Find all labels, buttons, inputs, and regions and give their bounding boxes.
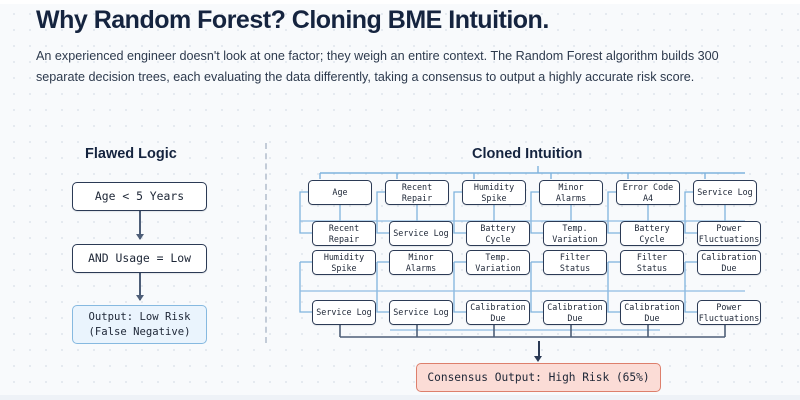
tree-5-root[interactable]: Error Code A4 xyxy=(616,180,680,205)
tree-4-child-2[interactable]: Filter Status xyxy=(543,250,607,275)
tree-1-root[interactable]: Age xyxy=(308,180,372,205)
tree-3-leaf[interactable]: Calibration Due xyxy=(466,300,530,325)
top-edge-strip xyxy=(0,0,800,4)
header: Why Random Forest? Cloning BME Intuition… xyxy=(36,6,776,88)
tree-2-child-2[interactable]: Minor Alarms xyxy=(389,250,453,275)
cloned-intuition-heading: Cloned Intuition xyxy=(472,146,583,162)
flawed-output-box[interactable]: Output: Low Risk (False Negative) xyxy=(72,305,207,344)
flawed-arrow-2 xyxy=(136,273,143,301)
tree-3-root[interactable]: Humidity Spike xyxy=(462,180,526,205)
tree-3-child-2[interactable]: Temp. Variation xyxy=(466,250,530,275)
flawed-output-line1: Output: Low Risk xyxy=(88,311,191,324)
flawed-arrow-1 xyxy=(136,211,143,240)
tree-5-child-2[interactable]: Filter Status xyxy=(620,250,684,275)
tree-2-root[interactable]: Recent Repair xyxy=(385,180,449,205)
tree-3-child-1[interactable]: Battery Cycle xyxy=(466,221,530,246)
tree-5-leaf[interactable]: Calibration Due xyxy=(620,300,684,325)
tree-2-child-1[interactable]: Service Log xyxy=(389,221,453,246)
tree-5-child-1[interactable]: Battery Cycle xyxy=(620,221,684,246)
tree-6-leaf[interactable]: Power Fluctuations xyxy=(697,300,761,325)
tree-4-child-1[interactable]: Temp. Variation xyxy=(543,221,607,246)
page-title: Why Random Forest? Cloning BME Intuition… xyxy=(36,6,549,34)
flawed-output-line2: (False Negative) xyxy=(88,325,191,338)
tree-6-root[interactable]: Service Log xyxy=(693,180,757,205)
bottom-edge-strip xyxy=(0,395,800,400)
flawed-logic-heading: Flawed Logic xyxy=(85,146,177,162)
tree-6-child-1[interactable]: Power Fluctuations xyxy=(697,221,761,246)
tree-1-child-2[interactable]: Humidity Spike xyxy=(312,250,376,275)
tree-6-child-2[interactable]: Calibration Due xyxy=(697,250,761,275)
flawed-condition-node-2[interactable]: AND Usage = Low xyxy=(72,244,207,273)
consensus-output-box[interactable]: Consensus Output: High Risk (65%) xyxy=(416,363,661,392)
tree-2-leaf[interactable]: Service Log xyxy=(389,300,453,325)
panel-divider xyxy=(265,143,267,343)
tree-4-root[interactable]: Minor Alarms xyxy=(539,180,603,205)
tree-1-leaf[interactable]: Service Log xyxy=(312,300,376,325)
tree-1-child-1[interactable]: Recent Repair xyxy=(312,221,376,246)
flawed-condition-node-1[interactable]: Age < 5 Years xyxy=(72,182,207,211)
tree-4-leaf[interactable]: Calibration Due xyxy=(543,300,607,325)
page-subtitle: An experienced engineer doesn't look at … xyxy=(36,48,719,84)
consensus-arrow xyxy=(534,341,542,362)
